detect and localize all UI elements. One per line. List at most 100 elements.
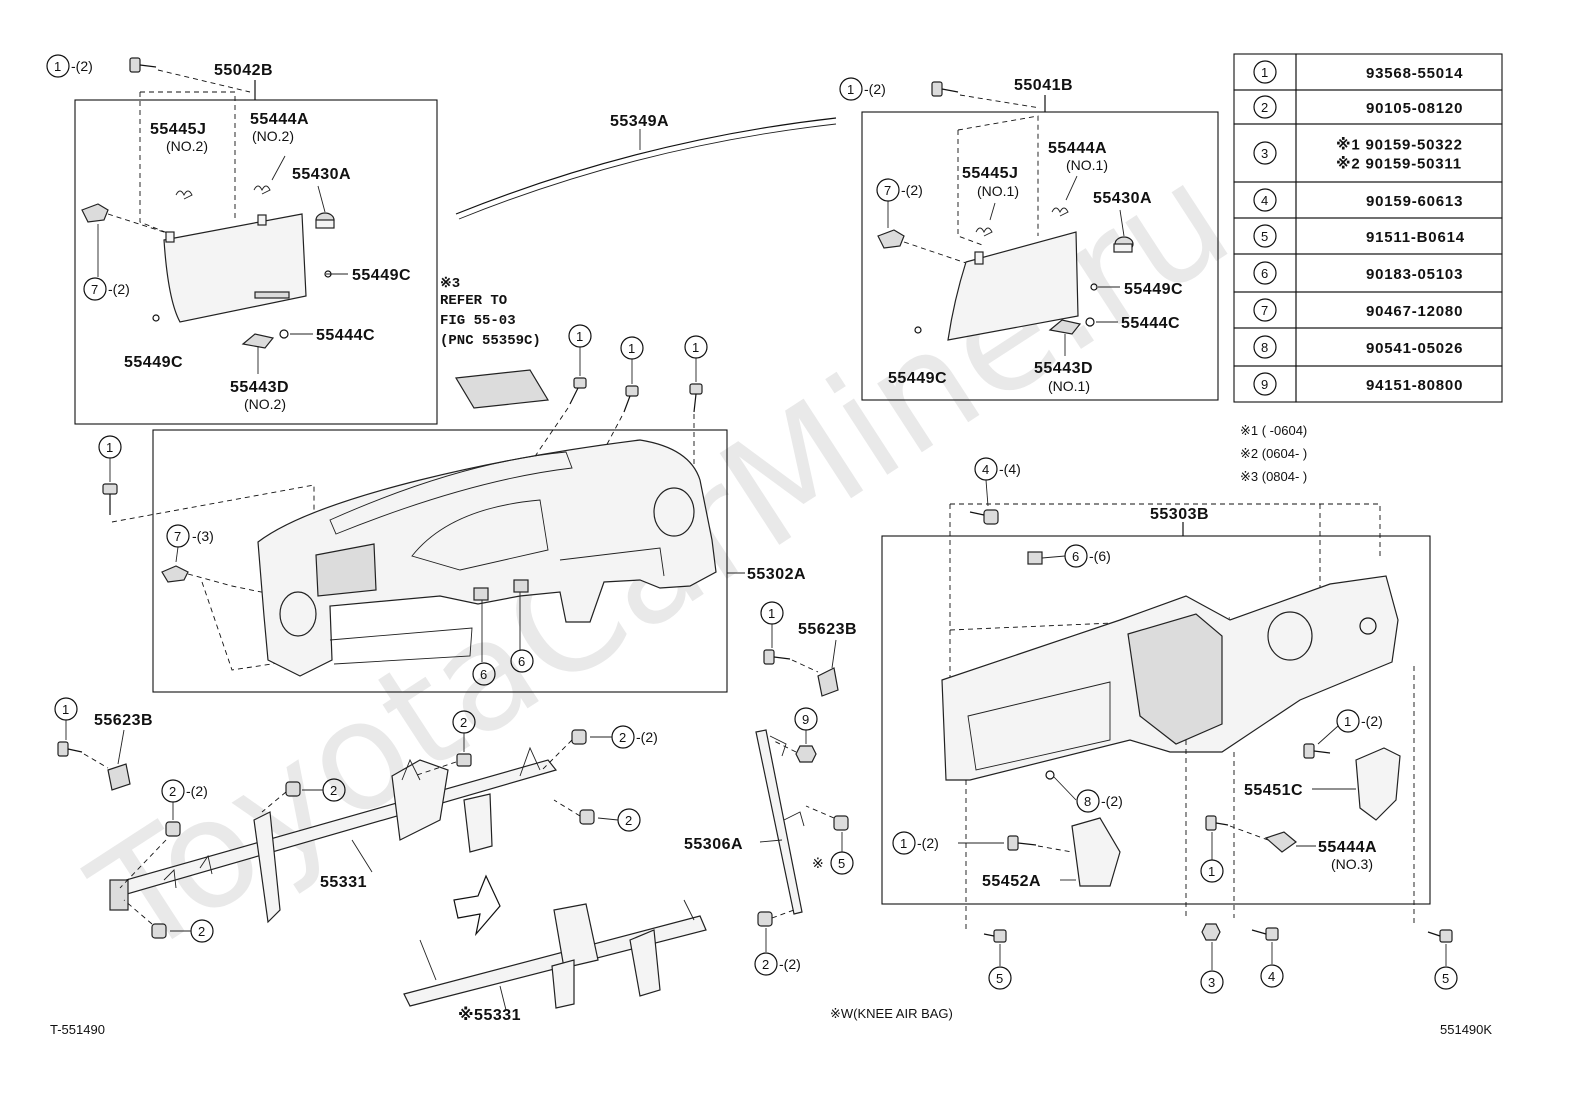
label-55430A-no2: 55430A [292, 166, 351, 183]
callout-1 [46, 54, 70, 78]
spring-icon [975, 227, 993, 237]
table-part-number: 90541-05026 [1366, 340, 1463, 357]
spring-icon [175, 190, 193, 200]
glovebox-door-shape [163, 213, 307, 323]
defroster-strip: 55349A [455, 113, 837, 220]
refer-note: ※3 REFER TO FIG 55-03 (PNC 55359C) [440, 276, 549, 409]
table-ref-circle [1253, 372, 1277, 396]
screw-icon [1251, 927, 1279, 941]
table-ref-circle [1253, 224, 1277, 248]
table-ref-number: 7 [1261, 303, 1268, 318]
table-ref-circle [1253, 188, 1277, 212]
callout-1-number: 1 [847, 82, 854, 97]
label-no2-b: (NO.2) [252, 128, 294, 144]
clip-icon [877, 229, 905, 249]
refer-line-4: (PNC 55359C) [440, 333, 541, 349]
screw-icon [102, 483, 118, 515]
screw-icon [969, 509, 999, 525]
label-55449C-top-right: 55449C [1124, 281, 1183, 298]
screw-icon [623, 385, 639, 413]
table-ref-number: 8 [1261, 340, 1268, 355]
nut-icon [1201, 923, 1221, 941]
knee-duct-icon [1071, 817, 1121, 887]
label-55349A: 55349A [610, 113, 669, 130]
instrument-panel-frame [152, 429, 728, 693]
label-55623B-left: 55623B [94, 712, 153, 729]
callout-7-qty: -(2) [901, 182, 923, 198]
callout-8 [1076, 789, 1100, 813]
knee-bracket-group: 55306A 9 ※ 5 2 -(2) [684, 707, 854, 976]
callout-1 [1200, 859, 1224, 883]
callout-7-number: 7 [91, 282, 98, 297]
clip-icon [81, 203, 109, 223]
callout-7-qty: -(3) [192, 528, 214, 544]
callout-1 [839, 77, 863, 101]
table-ref-number: 4 [1261, 193, 1268, 208]
callout-1-number: 1 [62, 702, 69, 717]
table-part-number: ※1 90159-50322 [1336, 136, 1463, 154]
label-no1-a: (NO.1) [1066, 157, 1108, 173]
callout-4 [1260, 964, 1284, 988]
table-ref-circle [1253, 95, 1277, 119]
label-55444C-right: 55444C [1121, 315, 1180, 332]
note-2: ※2 (0604- ) [1240, 446, 1307, 461]
callout-2-number: 2 [619, 730, 626, 745]
label-55331-alt: ※55331 [458, 1006, 521, 1024]
table-ref-number: 1 [1261, 65, 1268, 80]
callout-3-number: 3 [1208, 975, 1215, 990]
callout-4-qty: -(4) [999, 461, 1021, 477]
callout-3 [1200, 970, 1224, 994]
callout-7 [83, 277, 107, 301]
table-part-number: 90105-08120 [1366, 100, 1463, 117]
bolt-icon [579, 809, 595, 825]
table-ref-number: 9 [1261, 377, 1268, 392]
screw-icon [763, 649, 791, 665]
callout-1-number: 1 [692, 340, 699, 355]
bolt-icon [456, 753, 472, 767]
bracket-55623B-left: 1 55623B [54, 697, 153, 791]
duct-icon [1355, 747, 1401, 821]
callout-6 [472, 662, 496, 686]
clip-icon [1027, 551, 1043, 565]
callout-1-qty: -(2) [917, 835, 939, 851]
bolt-icon [757, 911, 773, 927]
label-55443D-right: 55443D [1034, 360, 1093, 377]
panel-sub-assy-group: 55303B 4 -(4) 6 -(6) 8 -(2) 1 -(2) [881, 457, 1458, 994]
screw-icon [129, 57, 157, 73]
callout-1-qty: -(2) [864, 81, 886, 97]
screw-icon [689, 383, 703, 413]
table-ref-number: 6 [1261, 266, 1268, 281]
callout-2-number: 2 [330, 783, 337, 798]
spring-icon [1051, 207, 1069, 217]
callout-2 [754, 952, 778, 976]
clip-icon [473, 587, 489, 601]
label-55303B: 55303B [1150, 506, 1209, 523]
callout-4-number: 4 [982, 462, 989, 477]
label-55042B: 55042B [214, 62, 273, 79]
callout-1-number: 1 [576, 329, 583, 344]
callout-8-number: 8 [1084, 794, 1091, 809]
knee-bracket [755, 729, 803, 915]
bracket-icon [107, 763, 131, 791]
callout-6-number: 6 [1072, 549, 1079, 564]
label-55444C-left: 55444C [316, 327, 375, 344]
label-55623B-center: 55623B [798, 621, 857, 638]
label-55451C: 55451C [1244, 782, 1303, 799]
callout-1-number: 1 [106, 440, 113, 455]
callout-1-number: 1 [1344, 714, 1351, 729]
clip-icon [161, 565, 189, 583]
bracket-55623B-center: 1 55623B [760, 601, 857, 697]
clip-icon [513, 579, 529, 593]
label-no2-c: (NO.2) [244, 396, 286, 412]
label-no1-c: (NO.1) [1048, 378, 1090, 394]
callout-6-number: 6 [480, 667, 487, 682]
table-part-number: 90159-60613 [1366, 193, 1463, 210]
bolt-icon [833, 815, 849, 831]
callout-2-qty: -(2) [186, 783, 208, 799]
note-1: ※1 ( -0604) [1240, 423, 1307, 438]
label-55444A-no3: 55444A [1318, 839, 1377, 856]
knee-airbag-note: ※W(KNEE AIR BAG) [830, 1006, 953, 1021]
callout-2-number: 2 [198, 924, 205, 939]
